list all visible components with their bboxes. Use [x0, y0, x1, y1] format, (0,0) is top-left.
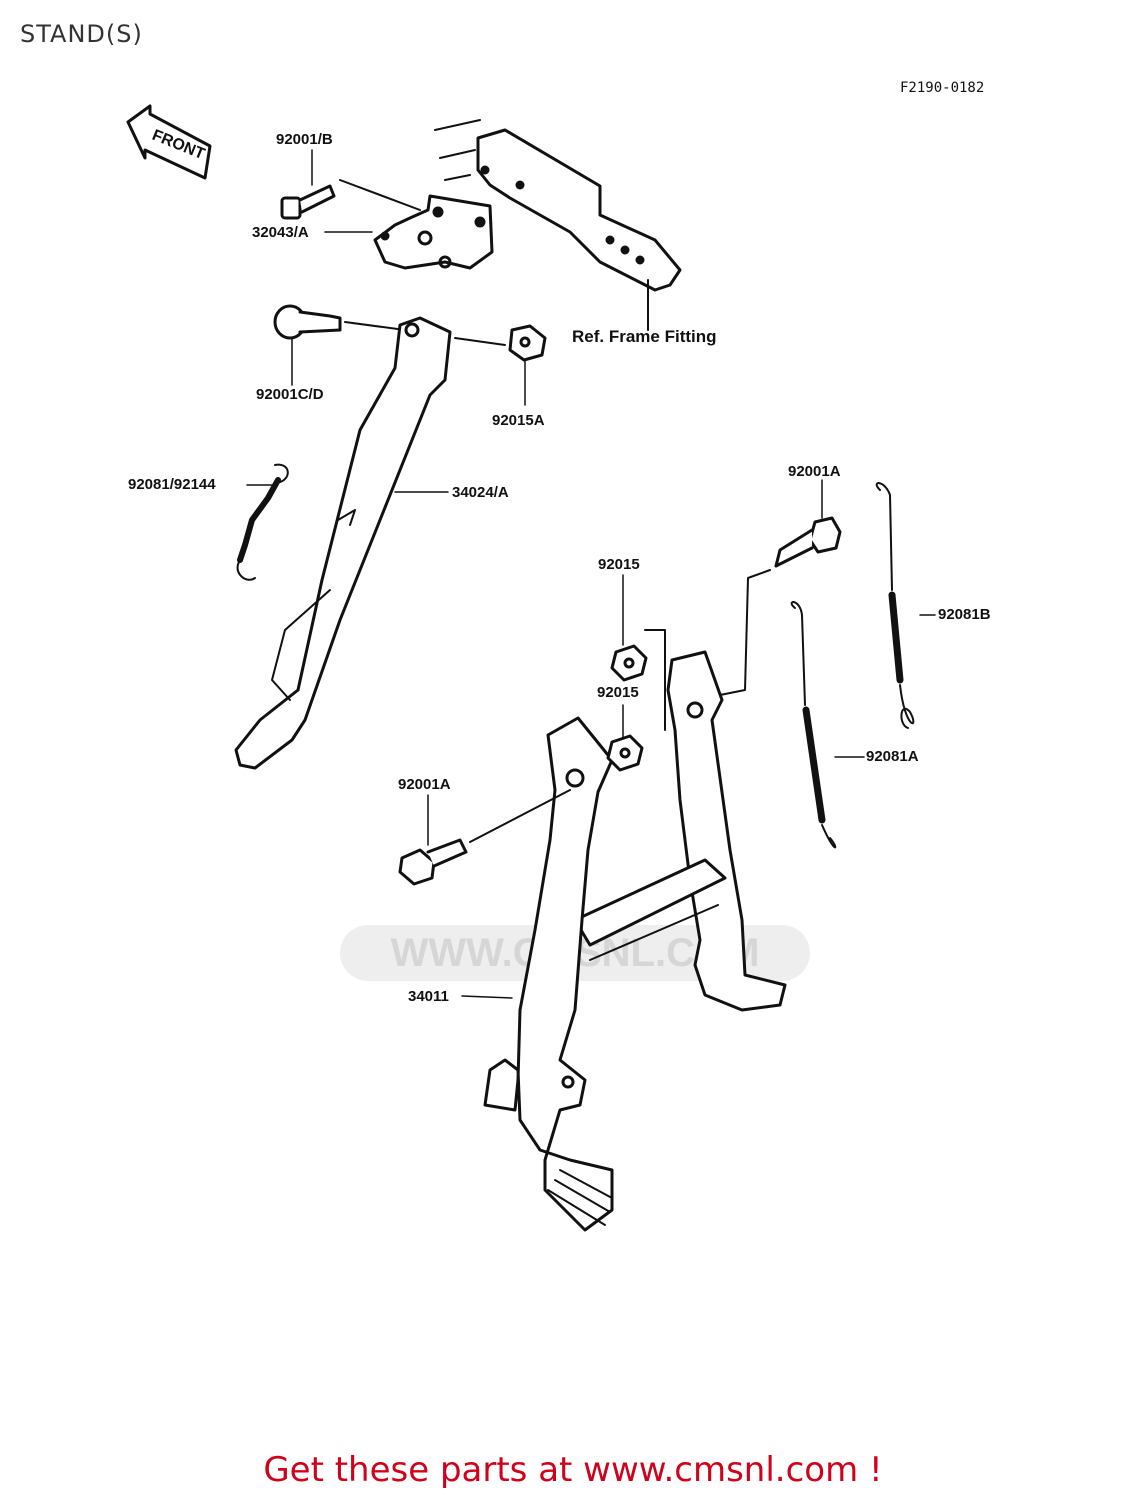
cta-link[interactable]: Get these parts at www.cmsnl.com ! [263, 1450, 883, 1490]
spring-92081-92144 [236, 463, 289, 581]
bolt-92001a-right [719, 516, 842, 696]
side-stand-34024a [234, 316, 452, 770]
bracket-32043a [373, 194, 494, 270]
label-ref-frame-fitting: Ref. Frame Fitting [572, 327, 717, 346]
nut-92015a [454, 324, 547, 362]
label-nut-92015a: 92015A [492, 412, 545, 429]
label-bolt-92001cd: 92001C/D [256, 386, 324, 403]
label-bolt-92001b: 92001/B [276, 131, 333, 148]
label-bolt-92001a-left: 92001A [398, 776, 451, 793]
label-spring-92081-92144: 92081/92144 [128, 476, 216, 493]
bolt-92001b [280, 179, 421, 220]
front-arrow-icon: FRONT [126, 104, 212, 180]
frame-fitting [434, 119, 682, 331]
label-bolt-92001a-right: 92001A [788, 463, 841, 480]
label-bracket-32043a: 32043/A [252, 224, 309, 241]
nut-92015-lower [606, 734, 644, 772]
label-spring-92081b: 92081B [938, 606, 991, 623]
label-spring-92081a: 92081A [866, 748, 919, 765]
nut-92015-upper [610, 629, 666, 731]
spring-92081b [875, 482, 915, 729]
leader-lines [246, 149, 936, 999]
label-nut-92015-upper: 92015 [598, 556, 640, 573]
label-center-stand-34011: 34011 [408, 988, 449, 1005]
spring-92081a [790, 601, 837, 849]
label-nut-92015-lower: 92015 [597, 684, 639, 701]
page-title: STAND(S) [20, 20, 143, 48]
bolt-92001cd [273, 304, 406, 340]
label-side-stand-34024a: 34024/A [452, 484, 509, 501]
center-stand-34011 [483, 650, 787, 1232]
diagram-code: F2190-0182 [900, 80, 985, 96]
bolt-92001a-left [398, 789, 571, 886]
